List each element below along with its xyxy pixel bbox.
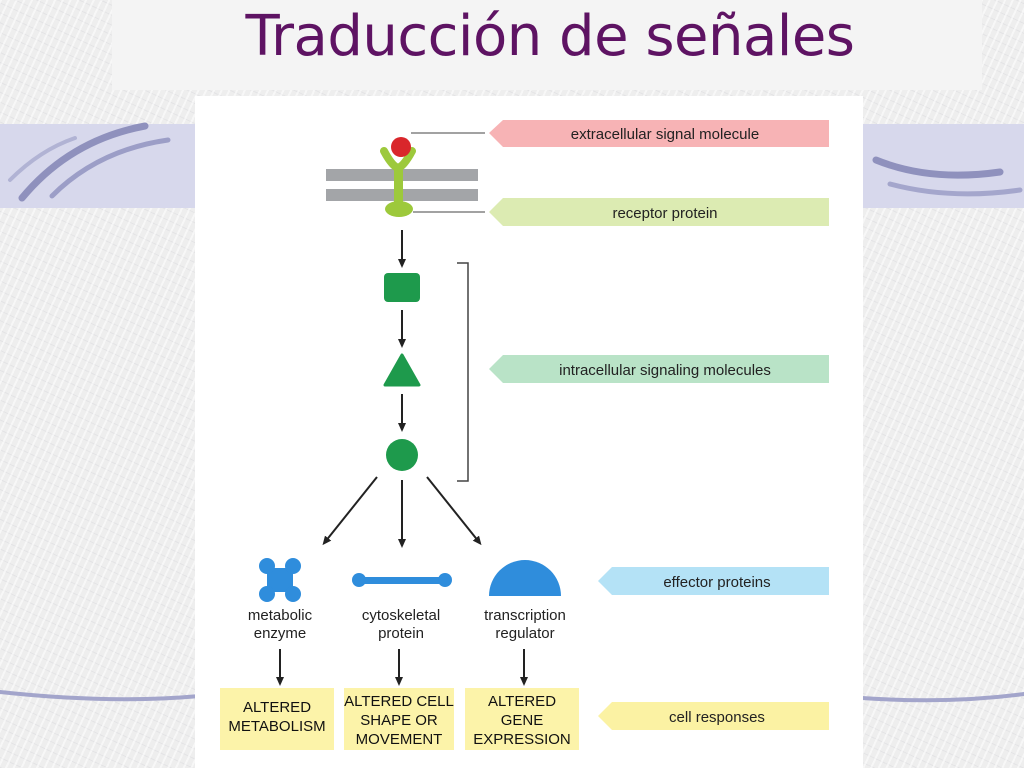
cytoskeletal-protein-shape — [352, 573, 452, 587]
signaling-molecule-circle — [386, 439, 418, 471]
slide-title: Traducción de señales — [245, 4, 855, 69]
arrow-to-metabolic-enzyme — [322, 476, 378, 546]
signaling-molecule-square — [384, 273, 420, 302]
signal-molecule-tag — [489, 120, 829, 147]
effector-proteins-tag — [598, 567, 829, 595]
right-swoosh-1 — [872, 156, 1004, 179]
altered-metabolism-box — [220, 688, 334, 750]
altered-gene-expression-box — [465, 688, 579, 750]
signaling-molecule-triangle — [383, 353, 421, 387]
receptor-protein — [380, 147, 416, 217]
receptor-protein-tag — [489, 198, 829, 226]
signal-transduction-figure: metabolic enzyme cytoskeletal protein tr… — [195, 96, 863, 768]
signal-molecule-tag-label: extracellular signal molecule — [571, 126, 759, 143]
altered-cell-shape-line2: SHAPE OR — [360, 712, 438, 729]
intracellular-signaling-tag-label: intracellular signaling molecules — [559, 362, 771, 379]
title-band: Traducción de señales — [112, 0, 982, 90]
arrow-to-transcription-regulator — [426, 476, 482, 546]
signal-transduction-diagram: metabolic enzyme cytoskeletal protein tr… — [220, 120, 829, 750]
altered-cell-shape-line1: ALTERED CELL — [344, 693, 454, 710]
metabolic-enzyme-caption-line1: metabolic — [248, 607, 313, 624]
cytoskeletal-protein-caption-line1: cytoskeletal — [362, 607, 440, 624]
left-swoosh-3 — [8, 136, 77, 182]
intracellular-signaling-tag — [489, 355, 829, 383]
cell-responses-tag — [598, 702, 829, 730]
cytoskeletal-protein-caption-line2: protein — [378, 625, 424, 642]
right-swoosh-2 — [887, 181, 1023, 197]
cell-responses-tag-label: cell responses — [669, 709, 765, 726]
altered-gene-expression-line1: ALTERED — [488, 693, 556, 710]
left-swoosh-2 — [49, 137, 171, 199]
altered-gene-expression-line2: GENE — [501, 712, 544, 729]
extracellular-signal-molecule — [391, 137, 411, 157]
intracellular-bracket — [457, 262, 469, 482]
altered-metabolism-line2: METABOLISM — [228, 718, 325, 735]
transcription-regulator-shape — [489, 560, 561, 596]
altered-cell-shape-line3: MOVEMENT — [356, 731, 443, 748]
effector-proteins-tag-label: effector proteins — [663, 574, 770, 591]
left-swoosh-1 — [18, 122, 149, 202]
metabolic-enzyme-caption-line2: enzyme — [254, 625, 307, 642]
altered-cell-shape-box — [344, 688, 454, 750]
transcription-regulator-caption-line1: transcription — [484, 607, 566, 624]
receptor-protein-tag-label: receptor protein — [612, 205, 717, 222]
right-bottom-swoosh — [860, 692, 1024, 703]
altered-metabolism-line1: ALTERED — [243, 699, 311, 716]
left-bottom-swoosh — [0, 690, 202, 702]
metabolic-enzyme-shape — [259, 558, 301, 602]
altered-gene-expression-line3: EXPRESSION — [473, 731, 571, 748]
transcription-regulator-caption-line2: regulator — [495, 625, 554, 642]
